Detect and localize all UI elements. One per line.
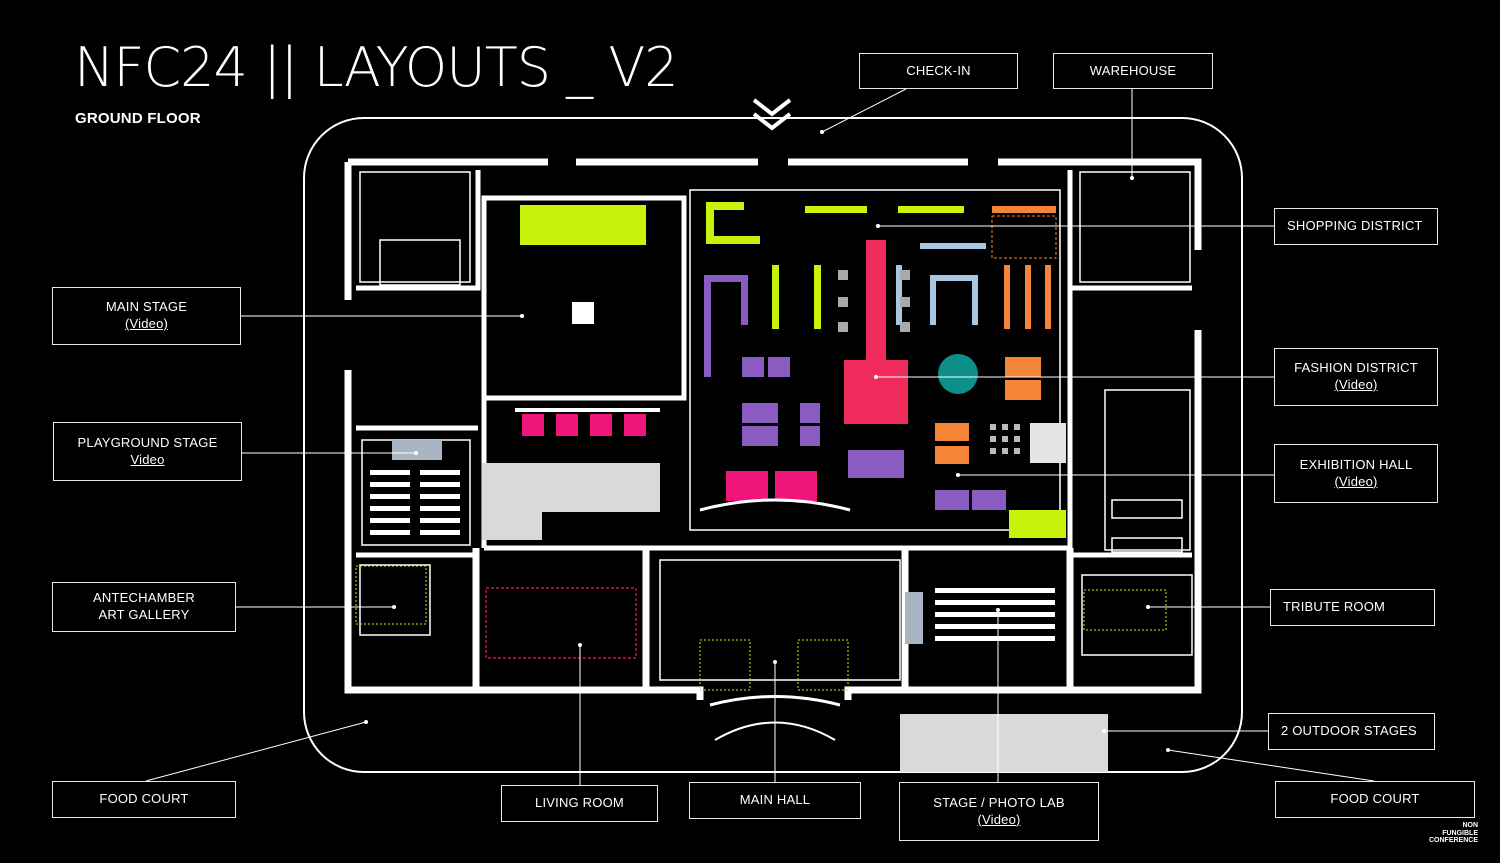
label-stage-photo-lab: STAGE / PHOTO LAB (Video) — [899, 782, 1099, 841]
fashion-district-video-link[interactable]: (Video) — [1334, 377, 1378, 392]
label-main-hall: MAIN HALL — [689, 782, 861, 819]
floor-subtitle: GROUND FLOOR — [75, 110, 201, 127]
main-stage-booths — [522, 414, 646, 436]
connector-lines — [145, 88, 1375, 785]
entrance-chevron-icon — [752, 98, 792, 131]
label-check-in: CHECK-IN — [859, 53, 1018, 89]
fashion-runway — [844, 240, 908, 424]
playground-stage-video-link[interactable]: Video — [130, 451, 165, 467]
shopping-stands-orange — [935, 206, 1056, 464]
connector-dots — [364, 130, 1170, 752]
stage-photo-lab-video-link[interactable]: (Video) — [977, 811, 1021, 827]
main-stage-screen — [520, 205, 646, 245]
exhibition-grid — [990, 424, 1020, 454]
label-food-court-right: FOOD COURT — [1275, 781, 1475, 818]
page-title: NFC24 || LAYOUTS _ V2 — [74, 36, 679, 99]
label-outdoor-stages: 2 OUTDOOR STAGES — [1268, 713, 1435, 750]
label-fashion-district: FASHION DISTRICT (Video) — [1274, 348, 1438, 406]
label-warehouse: WAREHOUSE — [1053, 53, 1213, 89]
outdoor-stage-area — [900, 714, 1108, 772]
lounge-booths — [726, 471, 817, 501]
label-tribute-room: TRIBUTE ROOM — [1270, 589, 1435, 626]
exhibition-hall-video-link[interactable]: (Video) — [1334, 473, 1378, 489]
round-pod — [938, 354, 978, 394]
label-shopping-district: SHOPPING DISTRICT — [1274, 208, 1438, 245]
label-exhibition-hall: EXHIBITION HALL (Video) — [1274, 444, 1438, 503]
main-stage-video-link[interactable]: (Video) — [124, 316, 169, 331]
site-boundary — [303, 117, 1243, 773]
brand-logo: NON FUNGIBLE CONFERENCE — [1428, 821, 1478, 845]
interior-walls — [356, 170, 1192, 558]
shopping-stands-lime — [706, 202, 1066, 538]
label-living-room: LIVING ROOM — [501, 785, 658, 822]
shopping-stands-purple — [704, 275, 1006, 510]
photo-lab-seating — [935, 588, 1055, 641]
art-gallery-area — [482, 463, 660, 540]
main-stage-center — [572, 302, 594, 324]
playground-seating — [370, 470, 460, 535]
label-food-court-left: FOOD COURT — [52, 781, 236, 818]
label-playground-stage: PLAYGROUND STAGE Video — [53, 422, 242, 481]
shopping-stands-blue — [896, 243, 986, 325]
building-walls — [344, 158, 1202, 700]
label-main-stage: MAIN STAGE (Video) — [52, 287, 241, 345]
label-antechamber-art-gallery: ANTECHAMBER ART GALLERY — [52, 582, 236, 632]
cafe-tables — [838, 270, 910, 332]
